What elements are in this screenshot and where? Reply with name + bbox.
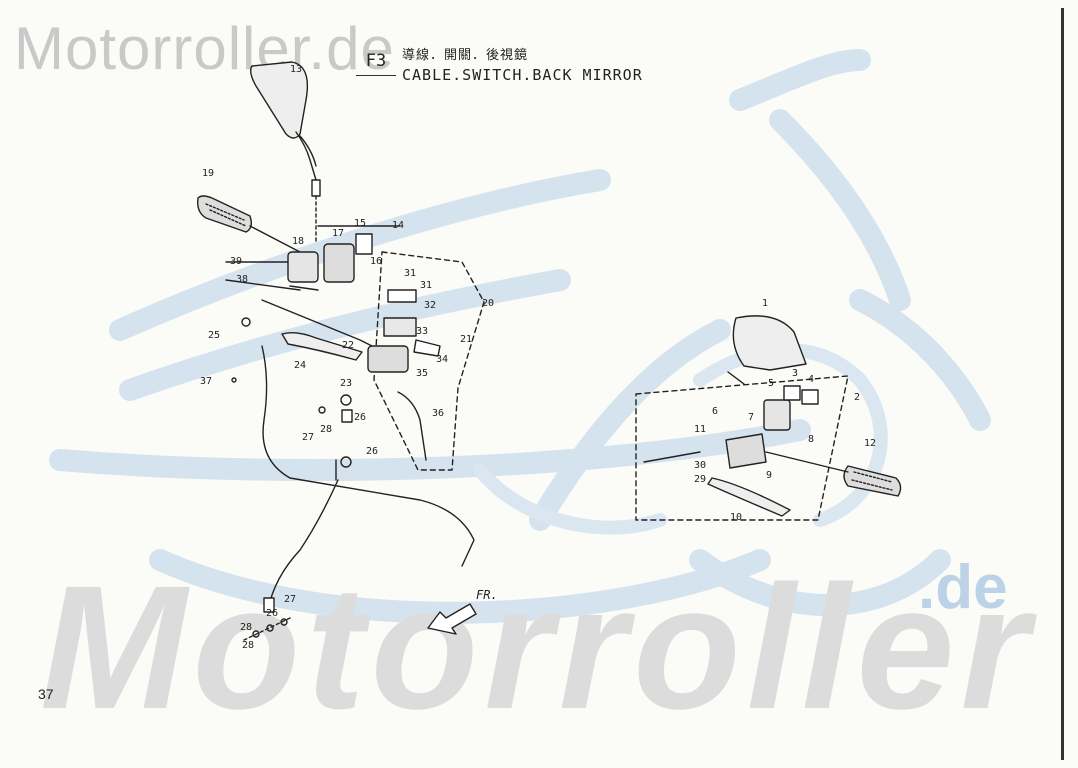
callout-27b: 27: [284, 594, 297, 605]
callout-17: 17: [332, 228, 345, 239]
section-code: F3: [356, 48, 396, 76]
page-number: 37: [38, 686, 54, 702]
callout-31a: 31: [404, 268, 417, 279]
callout-26a: 26: [354, 412, 367, 423]
watermark-text-large: Motorroller: [40, 550, 1035, 746]
callout-7: 7: [748, 412, 755, 423]
callout-24: 24: [294, 360, 307, 371]
callout-19: 19: [202, 168, 215, 179]
callout-8: 8: [808, 434, 815, 445]
callout-37: 37: [200, 376, 213, 387]
callout-31b: 31: [420, 280, 433, 291]
callout-36: 36: [432, 408, 445, 419]
callout-32: 32: [424, 300, 437, 311]
watermark-suffix: .de: [918, 553, 1008, 622]
mirror-part: [249, 61, 321, 197]
callout-38: 38: [236, 274, 249, 285]
callout-26c: 26: [266, 608, 279, 619]
right-grip-part: [843, 465, 902, 497]
callout-6: 6: [712, 406, 719, 417]
callout-16: 16: [370, 256, 383, 267]
callout-1: 1: [762, 298, 769, 309]
callout-4: 4: [808, 374, 815, 385]
callout-10: 10: [730, 512, 743, 523]
callout-23: 23: [340, 378, 353, 389]
callout-27a: 27: [302, 432, 315, 443]
page-edge-line: [1053, 8, 1064, 760]
callout-14: 14: [392, 220, 405, 231]
front-direction-label: FR.: [476, 588, 498, 602]
section-title-cjk: 導線．開關．後視鏡: [402, 48, 529, 63]
callout-28b: 28: [240, 622, 253, 633]
callout-28a: 28: [320, 424, 333, 435]
watermark-text-top: Motorroller.de: [14, 15, 395, 82]
front-direction-arrow: [427, 603, 477, 635]
callout-2: 2: [854, 392, 861, 403]
section-title: CABLE.SWITCH.BACK MIRROR: [402, 66, 643, 84]
callout-18: 18: [292, 236, 305, 247]
callout-9: 9: [766, 470, 773, 481]
callout-25: 25: [208, 330, 221, 341]
callout-26b: 26: [366, 446, 379, 457]
callout-15: 15: [354, 218, 367, 229]
callout-20: 20: [482, 298, 495, 309]
callout-5: 5: [768, 378, 775, 389]
callout-34: 34: [436, 354, 449, 365]
callout-33: 33: [416, 326, 429, 337]
callout-22: 22: [342, 340, 355, 351]
callout-21: 21: [460, 334, 473, 345]
left-grip-part: [196, 195, 253, 233]
callout-3: 3: [792, 368, 799, 379]
callout-13: 13: [290, 64, 303, 75]
callout-28c: 28: [242, 640, 255, 651]
callout-29: 29: [694, 474, 707, 485]
callout-30: 30: [694, 460, 707, 471]
callout-35: 35: [416, 368, 429, 379]
callout-12: 12: [864, 438, 877, 449]
callout-11: 11: [694, 424, 707, 435]
callout-39: 39: [230, 256, 243, 267]
